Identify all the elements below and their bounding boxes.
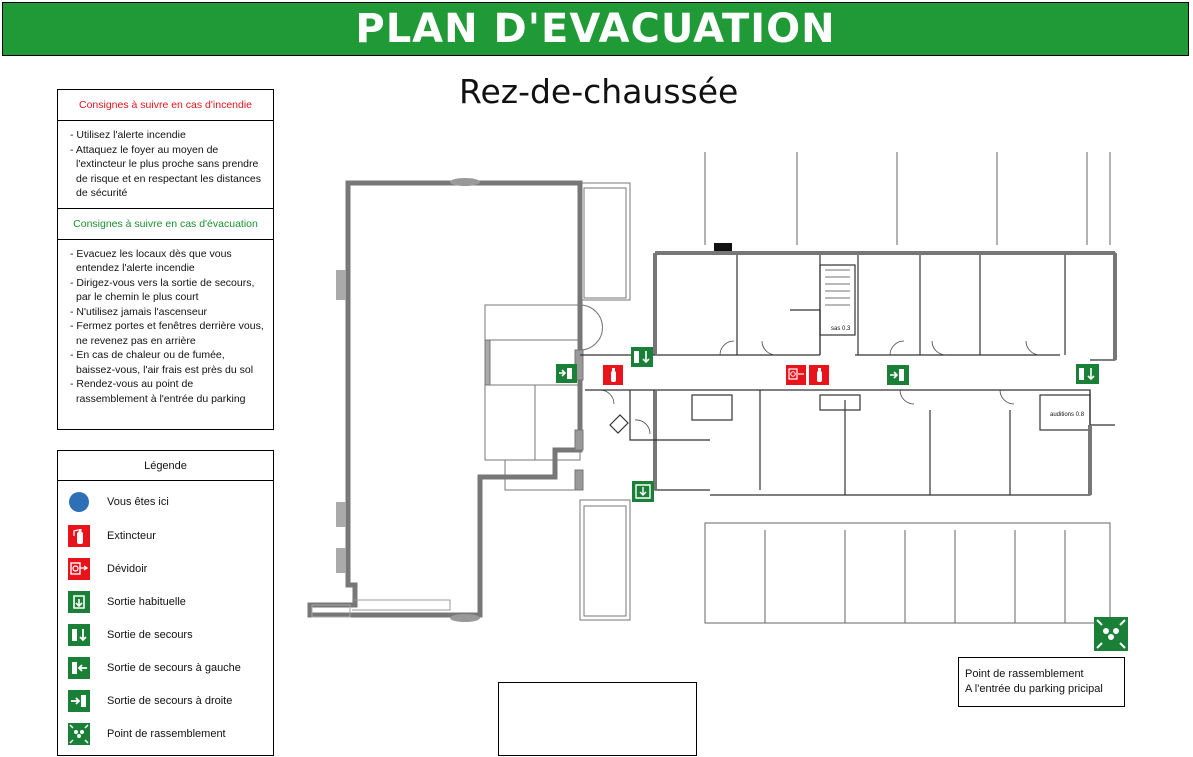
usual-exit-icon	[68, 591, 90, 613]
emergency-exit-icon	[68, 624, 90, 646]
legend-item-assembly-point: Point de rassemblement	[68, 723, 226, 745]
extinguisher-icon	[809, 365, 829, 385]
legend-label: Sortie de secours à gauche	[107, 662, 241, 674]
assembly-point-icon	[68, 723, 90, 745]
legend-label: Dévidoir	[107, 563, 148, 575]
hose-reel-icon	[786, 365, 806, 385]
legend-item-emergency-exit-right: Sortie de secours à droite	[68, 690, 232, 712]
assembly-point-line1: Point de rassemblement	[965, 668, 1084, 680]
emergency-exit-icon	[631, 347, 653, 367]
evacuation-instructions-list: - Evacuez les locaux dès que vous entend…	[58, 240, 273, 414]
room-label-sas: sas 0.3	[831, 326, 851, 332]
evacuation-instruction-item: - Dirigez-vous vers la sortie de secours…	[70, 276, 255, 304]
legend-item-emergency-exit: Sortie de secours	[68, 624, 193, 646]
legend-label: Sortie de secours à droite	[107, 695, 233, 707]
legend-label: Vous êtes ici	[107, 496, 169, 508]
assembly-point-line2: A l'entrée du parking pricipal	[965, 682, 1103, 695]
evacuation-instruction-item: - En cas de chaleur ou de fumée, baissez…	[70, 349, 254, 376]
title-banner: PLAN D'EVACUATION	[2, 2, 1189, 56]
legend-item-extinguisher: Extincteur	[68, 525, 156, 547]
you-are-here-icon	[69, 492, 89, 512]
evacuation-instruction-item: - Rendez-vous au point de rassemblement …	[70, 378, 246, 405]
legend-title: Légende	[58, 451, 273, 481]
fire-instructions-list: - Utilisez l'alerte incendie - Attaquez …	[58, 121, 273, 208]
hose-reel-icon	[68, 558, 90, 580]
legend-label: Sortie de secours	[107, 629, 193, 641]
legend-label: Point de rassemblement	[107, 728, 226, 740]
usual-exit-icon	[632, 481, 654, 502]
emergency-exit-icon	[1076, 364, 1099, 384]
fire-instruction-item: - Attaquez le foyer au moyen de l'extinc…	[70, 143, 262, 200]
extinguisher-icon	[68, 525, 90, 547]
blank-info-box	[498, 682, 697, 756]
evacuation-instruction-item: - N'utilisez jamais l'ascenseur	[70, 305, 208, 318]
legend-label: Extincteur	[107, 530, 156, 542]
page-title: PLAN D'EVACUATION	[355, 6, 836, 52]
assembly-point-note: Point de rassemblement A l'entrée du par…	[958, 657, 1125, 707]
legend-panel: Légende Vous êtes ici Extincteur Dévidoi…	[57, 450, 274, 756]
legend-item-usual-exit: Sortie habituelle	[68, 591, 186, 613]
fire-instructions-title: Consignes à suivre en cas d'incendie	[58, 90, 273, 121]
emergency-exit-left-icon	[68, 657, 90, 679]
floor-plan: sas 0.3 auditions 0.8	[307, 152, 1128, 630]
assembly-point-icon	[1094, 617, 1128, 651]
evacuation-instruction-item: - Fermez portes et fenêtres derrière vou…	[70, 320, 264, 347]
emergency-exit-right-icon	[887, 365, 909, 385]
emergency-exit-right-icon	[556, 364, 577, 383]
legend-item-emergency-exit-left: Sortie de secours à gauche	[68, 657, 241, 679]
legend-item-you-are-here: Vous êtes ici	[68, 491, 169, 513]
emergency-exit-right-icon	[68, 690, 90, 712]
evacuation-instructions-title: Consignes à suivre en cas d'évacuation	[58, 207, 273, 240]
legend-label: Sortie habituelle	[107, 596, 186, 608]
extinguisher-icon	[603, 365, 623, 385]
room-label-auditions: auditions 0.8	[1050, 412, 1085, 418]
instructions-panel: Consignes à suivre en cas d'incendie - U…	[57, 89, 274, 430]
legend-item-hose-reel: Dévidoir	[68, 558, 147, 580]
floor-title: Rez-de-chaussée	[459, 72, 739, 111]
evacuation-instruction-item: - Evacuez les locaux dès que vous entend…	[70, 247, 232, 275]
fire-instruction-item: - Utilisez l'alerte incendie	[70, 129, 186, 141]
